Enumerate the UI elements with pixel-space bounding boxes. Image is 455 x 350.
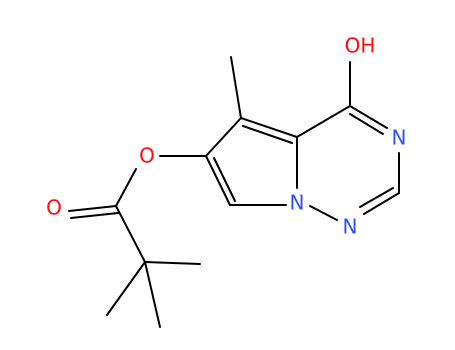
bond-c6-c5-b (213, 157, 236, 202)
ring-nitrogen-label-top: N (392, 126, 407, 150)
bridgehead-nitrogen-label: N (290, 191, 305, 215)
bond-c8a-c8 (296, 105, 351, 138)
ester-oxygen-label: O (139, 144, 155, 168)
carbonyl-oxygen-label: O (46, 196, 62, 220)
bond-c6-n2-a (363, 192, 400, 215)
bond-c7-c8a-a (240, 117, 298, 138)
bond-c8-n7-a (349, 105, 388, 129)
ring-nitrogen-label-bottom: N (343, 215, 358, 239)
bond-c6-c5-a (205, 155, 231, 206)
bond-c7-c8a-b (242, 125, 293, 144)
bond-c8-n7-b (349, 113, 384, 135)
bond-tbu-methyl-bottom (144, 261, 161, 328)
bond-ester-oxygen (115, 168, 137, 207)
bond-tbu-methyl-right (144, 261, 201, 265)
bond-carbonyl-oxygen-a (68, 205, 117, 212)
bond-carbonyl-oxygen-b (70, 212, 119, 219)
bond-n2-n1 (309, 205, 338, 221)
bond-c6-c7 (205, 117, 242, 157)
hydroxyl-label: OH (345, 34, 376, 58)
bond-c7-methyl (230, 56, 242, 119)
bond-c6-n2-b (359, 187, 394, 208)
bond-tbu-carbonyl (115, 205, 146, 263)
bond-tbu-methyl-left (106, 261, 146, 316)
